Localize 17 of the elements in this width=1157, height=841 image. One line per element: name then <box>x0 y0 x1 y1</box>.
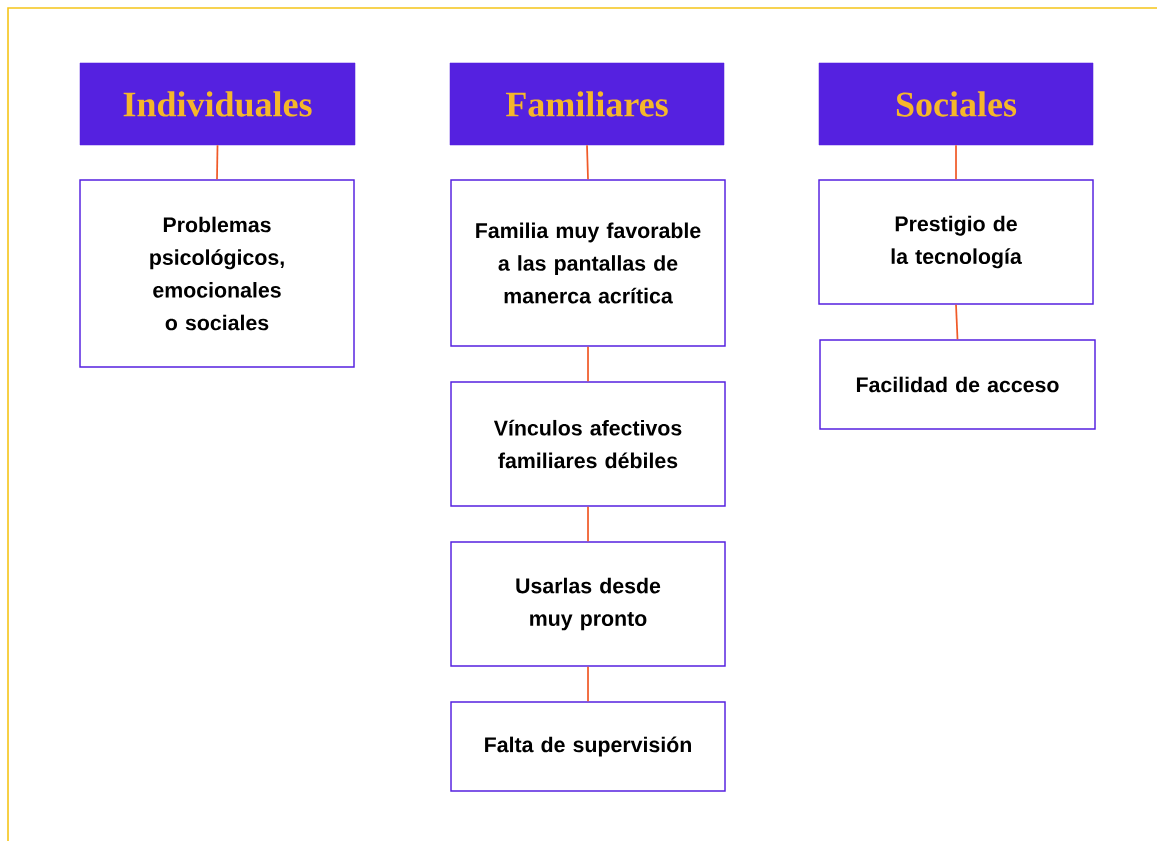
category-header: Familiares <box>449 62 725 146</box>
connector-line <box>955 303 959 341</box>
factor-box: Familia muy favorable a las pantallas de manerca acrítica <box>450 179 726 347</box>
factor-box: Falta de supervisión <box>450 701 726 792</box>
factor-box: Problemas psicológicos, emocionales o sociales <box>79 179 355 368</box>
factor-box: Usarlas desde muy pronto <box>450 541 726 667</box>
factor-box: Vínculos afectivos familiares débiles <box>450 381 726 507</box>
connector-line <box>587 505 589 543</box>
connector-line <box>216 144 219 181</box>
factor-box: Facilidad de acceso <box>819 339 1096 430</box>
category-header: Individuales <box>79 62 356 146</box>
category-header: Sociales <box>818 62 1094 146</box>
connector-line <box>586 144 589 181</box>
connector-line <box>955 144 957 181</box>
connector-line <box>587 665 589 703</box>
factor-box: Prestigio de la tecnología <box>818 179 1094 305</box>
connector-line <box>587 345 589 383</box>
